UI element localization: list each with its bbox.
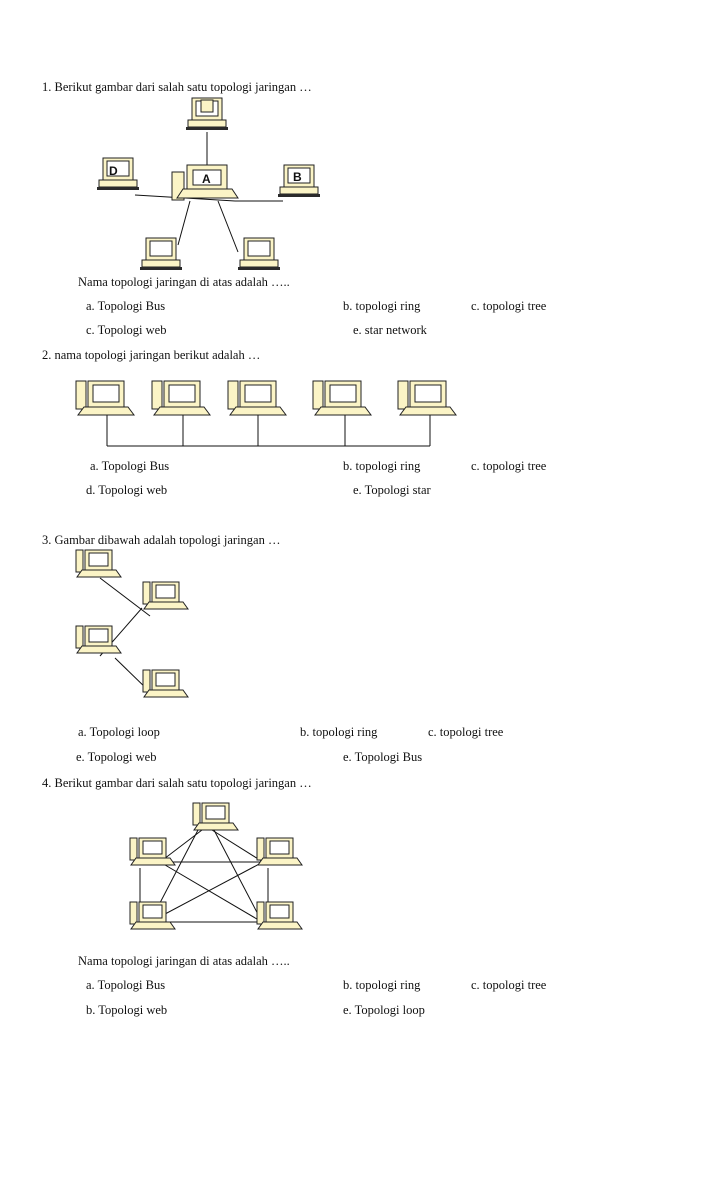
q1-option-b[interactable]: b. topologi ring	[343, 299, 421, 313]
q3-computer-top-right-icon	[142, 581, 189, 610]
q4-option-a[interactable]: a. Topologi Bus	[86, 978, 166, 992]
q4-computer-bottom-right-icon	[256, 901, 303, 930]
q2-computer-1-icon	[75, 380, 135, 416]
q4-mesh-diagram	[129, 802, 303, 930]
q4-computer-left-icon	[129, 837, 176, 866]
q3-computer-bottom-right-icon	[142, 669, 189, 698]
q2-option-b[interactable]: b. topologi ring	[343, 459, 421, 473]
q3-option-e[interactable]: e. Topologi Bus	[343, 750, 423, 764]
q1-top-computer-icon	[185, 97, 229, 131]
q1-bottom-right-computer-icon	[237, 237, 281, 271]
q1-center-computer-a-icon: A	[171, 164, 239, 201]
q3-option-d[interactable]: e. Topologi web	[76, 750, 157, 764]
q4-computer-bottom-left-icon	[129, 901, 176, 930]
q4-question: 4. Berikut gambar dari salah satu topolo…	[42, 776, 312, 790]
q3-option-a[interactable]: a. Topologi loop	[78, 725, 160, 739]
q1-option-c[interactable]: c. topologi tree	[471, 299, 547, 313]
q3-tree-diagram	[75, 549, 189, 698]
q3-option-b[interactable]: b. topologi ring	[300, 725, 378, 739]
q2-computer-2-icon	[151, 380, 211, 416]
q3-option-c[interactable]: c. topologi tree	[428, 725, 504, 739]
q2-option-e[interactable]: e. Topologi star	[353, 483, 431, 497]
q2-question: 2. nama topologi jaringan berikut adalah…	[42, 348, 261, 362]
q2-computer-5-icon	[397, 380, 457, 416]
q4-option-e[interactable]: e. Topologi loop	[343, 1003, 425, 1017]
q1-prompt: Nama topologi jaringan di atas adalah ….…	[78, 275, 290, 289]
q4-computer-right-icon	[256, 837, 303, 866]
q3-computer-top-left-icon	[75, 549, 122, 578]
q4-option-b[interactable]: b. topologi ring	[343, 978, 421, 992]
q2-option-a[interactable]: a. Topologi Bus	[90, 459, 170, 473]
q3-question: 3. Gambar dibawah adalah topologi jaring…	[42, 533, 281, 547]
q1-option-e[interactable]: e. star network	[353, 323, 427, 337]
q2-option-c[interactable]: c. topologi tree	[471, 459, 547, 473]
q4-option-d[interactable]: b. Topologi web	[86, 1003, 168, 1017]
q1-option-a[interactable]: a. Topologi Bus	[86, 299, 166, 313]
q1-question: 1. Berikut gambar dari salah satu topolo…	[42, 80, 312, 94]
q4-option-c[interactable]: c. topologi tree	[471, 978, 547, 992]
q2-option-d[interactable]: d. Topologi web	[86, 483, 168, 497]
q1-option-d[interactable]: c. Topologi web	[86, 323, 167, 337]
q1-node-label-d: D	[109, 164, 118, 178]
q4-prompt: Nama topologi jaringan di atas adalah ….…	[78, 954, 290, 968]
q1-right-computer-b-icon: B	[277, 164, 321, 198]
q1-node-label-b: B	[293, 170, 302, 184]
q2-computer-3-icon	[227, 380, 287, 416]
q2-computer-4-icon	[312, 380, 372, 416]
q4-computer-top-icon	[192, 802, 239, 831]
q1-left-computer-d-icon: D	[96, 157, 140, 191]
q2-bus-diagram	[75, 380, 457, 447]
q1-bottom-left-computer-icon	[139, 237, 183, 271]
q1-node-label-a: A	[202, 172, 211, 186]
